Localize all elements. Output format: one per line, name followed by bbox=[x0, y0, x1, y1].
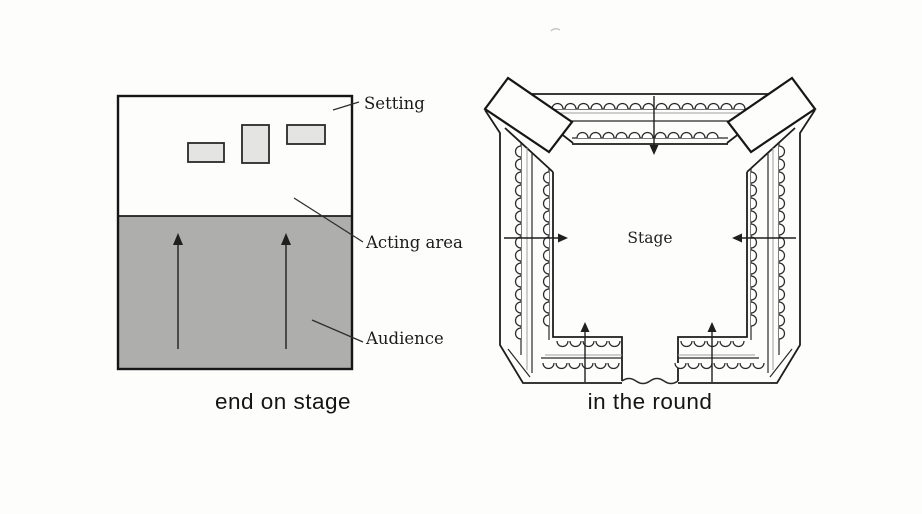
seat-row bbox=[576, 131, 719, 139]
right-wing-wall bbox=[726, 76, 817, 154]
seat-row bbox=[551, 102, 746, 110]
prop-rect bbox=[241, 124, 270, 164]
seat-column bbox=[778, 145, 786, 340]
audience-arrow-head bbox=[173, 233, 183, 245]
seat-column bbox=[514, 145, 522, 340]
audience-area bbox=[119, 216, 351, 368]
audience-leader-line bbox=[311, 319, 364, 343]
scan-artifact bbox=[550, 28, 561, 32]
entrance-wavy-line bbox=[621, 377, 679, 385]
end-on-stage-caption: end on stage bbox=[214, 389, 352, 414]
bottom-right-seating-bank bbox=[674, 340, 793, 378]
bottom-left-seating-bank bbox=[507, 340, 622, 378]
setting-label: Setting bbox=[364, 94, 425, 113]
prop-rect bbox=[286, 124, 326, 145]
seat-column bbox=[750, 171, 758, 327]
seat-row bbox=[542, 362, 620, 370]
left-seating-wall bbox=[484, 109, 623, 384]
prop-rect bbox=[187, 142, 225, 163]
in-the-round-diagram bbox=[483, 28, 817, 385]
audience-arrow-head bbox=[281, 233, 291, 245]
stage-arrows bbox=[504, 96, 796, 382]
seat-row bbox=[556, 340, 621, 348]
setting-leader-line bbox=[332, 101, 360, 111]
seat-row bbox=[674, 362, 765, 370]
stage-box-outline bbox=[116, 94, 354, 371]
acting-area-label: Acting area bbox=[366, 233, 463, 252]
seat-column bbox=[542, 171, 550, 327]
end-on-stage-diagram bbox=[116, 94, 364, 371]
stage-label: Stage bbox=[627, 229, 673, 247]
in-the-round-caption: in the round bbox=[587, 389, 713, 414]
audience-label: Audience bbox=[366, 329, 444, 348]
acting-area-leader-line bbox=[293, 197, 364, 243]
right-seating-wall bbox=[677, 109, 816, 384]
left-wing-wall bbox=[483, 76, 574, 154]
